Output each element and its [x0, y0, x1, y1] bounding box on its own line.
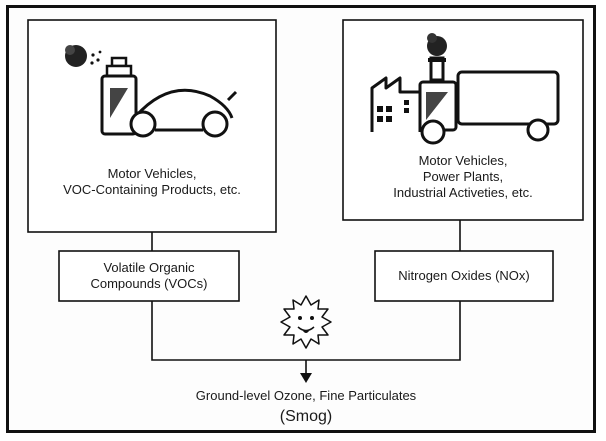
left-pollutant-line-2: Compounds (VOCs)	[90, 276, 208, 291]
right-source-line-3: Industrial Activeties, etc.	[393, 185, 533, 200]
left-source-label: Motor Vehicles, VOC-Containing Products,…	[38, 166, 266, 198]
right-pollutant-line-1: Nitrogen Oxides (NOx)	[398, 268, 530, 283]
right-source-line-2: Power Plants,	[422, 169, 504, 184]
smog-sun-face-icon	[280, 295, 332, 349]
left-pollutant-label: Volatile Organic Compounds (VOCs)	[60, 252, 238, 300]
factory-and-truck-icon	[370, 33, 560, 145]
result-line-2: (Smog)	[279, 408, 333, 425]
left-source-line-1: Motor Vehicles,	[107, 166, 197, 181]
right-pollutant-label: Nitrogen Oxides (NOx)	[376, 252, 552, 300]
spray-can-and-car-icon	[65, 45, 238, 138]
result-line-1: Ground-level Ozone, Fine Particulates	[195, 388, 417, 403]
right-source-line-1: Motor Vehicles,	[418, 153, 508, 168]
left-source-line-2: VOC-Containing Products, etc.	[63, 182, 241, 197]
right-source-label: Motor Vehicles, Power Plants, Industrial…	[350, 153, 576, 201]
left-pollutant-box	[58, 250, 240, 302]
left-pollutant-line-1: Volatile Organic	[103, 260, 195, 275]
down-arrow-head	[300, 373, 312, 383]
right-pollutant-box	[374, 250, 554, 302]
